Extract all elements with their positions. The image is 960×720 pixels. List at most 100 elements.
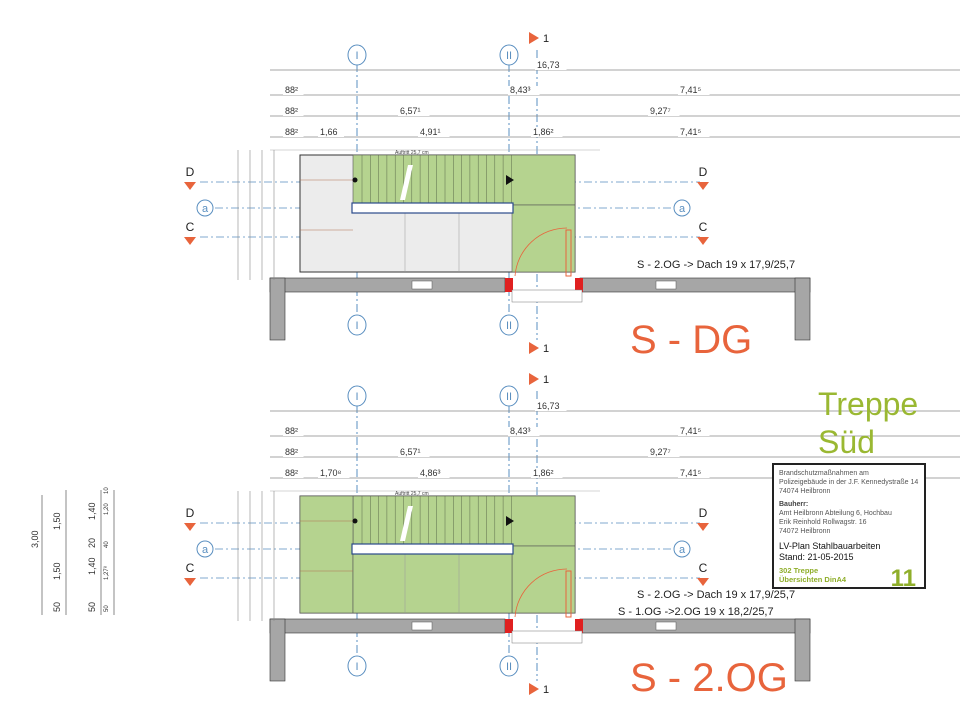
- plan-name: LV-Plan Stahlbauarbeiten: [779, 541, 881, 551]
- wall: [579, 277, 811, 293]
- stair-note: S - 1.OG ->2.OG 19 x 18,2/25,7: [618, 606, 774, 618]
- project-line: 74074 Heilbronn: [779, 488, 831, 495]
- axis-label: II: [506, 320, 512, 332]
- start-dot: [352, 518, 358, 524]
- dimension-label: 1,86²: [533, 468, 554, 478]
- dimension-label-bg: [678, 469, 710, 478]
- upper-flight: [352, 154, 576, 206]
- axis-marker: [499, 655, 519, 677]
- dimension-label: 7,41⁵: [680, 468, 702, 478]
- dimension-label: 1,50: [52, 512, 62, 530]
- lower-flight: [352, 553, 513, 614]
- axis-marker: [347, 44, 367, 66]
- handrail-beam: [351, 543, 514, 555]
- dimension-label: 1,66: [320, 127, 338, 137]
- section-cut-label: 1: [543, 374, 549, 386]
- dimension-label: 7,41⁵: [680, 426, 702, 436]
- window: [655, 280, 677, 290]
- dimension-label: 88²: [285, 468, 298, 478]
- section-cut-label: 1: [543, 684, 549, 696]
- section-arrow-icon: [529, 373, 539, 385]
- dimension-label-bg: [318, 128, 344, 137]
- dimension-label-bg: [283, 448, 304, 457]
- dimension-label-bg: [418, 128, 450, 137]
- landing: [511, 204, 576, 273]
- dimension-label: 9,27⁷: [650, 106, 671, 116]
- dimension-label: 1,70⁸: [320, 468, 342, 478]
- dimension-label: 50: [52, 602, 62, 612]
- wall: [269, 618, 506, 634]
- grid-label: a: [202, 544, 209, 556]
- dimension-label: 16,73: [537, 60, 560, 70]
- section-arrow-icon: [697, 237, 709, 245]
- sub-title-1: 302 Treppe: [779, 566, 819, 575]
- axis-label: II: [506, 50, 512, 62]
- dimension-label: 3,00: [30, 530, 40, 548]
- project-line: Brandschutzmaßnahmen am: [779, 470, 869, 477]
- project-line: Polizeigebäude in der J.F. Kennedystraße…: [779, 479, 919, 486]
- dimension-label: 88²: [285, 127, 298, 137]
- section-arrow-icon: [697, 182, 709, 190]
- dimension-label-bg: [398, 448, 430, 457]
- door-leaf: [565, 229, 572, 277]
- plan-title-2og: S - 2.OG: [630, 656, 788, 700]
- section-cut-label: 1: [543, 343, 549, 355]
- section-arrow-icon: [184, 237, 196, 245]
- dimension-label: 40: [104, 541, 110, 548]
- section-arrow-icon: [697, 523, 709, 531]
- door-leaf: [565, 570, 572, 618]
- break-line: [400, 165, 413, 200]
- section-arrow-icon: [529, 342, 539, 354]
- axis-marker: [347, 385, 367, 407]
- fire-wall-segment: [505, 619, 513, 633]
- section-arrow-icon: [529, 683, 539, 695]
- axis-label: I: [355, 661, 358, 673]
- dimension-label-bg: [648, 448, 680, 457]
- dimension-label-bg: [678, 128, 710, 137]
- door-swing: [514, 227, 568, 277]
- dimension-label-bg: [531, 128, 563, 137]
- dimension-label: 1,86²: [533, 127, 554, 137]
- window: [655, 621, 677, 631]
- axis-marker: [347, 314, 367, 336]
- dimension-label: 1,50: [52, 562, 62, 580]
- dimension-label-bg: [508, 86, 540, 95]
- window: [411, 621, 433, 631]
- grid-label: a: [679, 544, 686, 556]
- direction-arrow-icon: [506, 175, 514, 185]
- upper-flight: [352, 495, 576, 547]
- client-line: Amt Heilbronn Abteilung 6, Hochbau: [779, 510, 892, 517]
- dimension-label: 8,43³: [510, 426, 531, 436]
- dimension-label-bg: [535, 61, 567, 70]
- dimension-label-bg: [283, 128, 304, 137]
- section-label: D: [186, 506, 195, 520]
- wall: [579, 618, 811, 634]
- section-cut-label: 1: [543, 33, 549, 45]
- dimension-label-bg: [678, 427, 710, 436]
- grid-marker: [196, 540, 214, 558]
- direction-arrow-icon: [506, 516, 514, 526]
- dimension-label: 10: [104, 487, 110, 494]
- section-label: D: [699, 165, 708, 179]
- dimension-label: 6,57¹: [400, 106, 421, 116]
- dimension-label: 4,86³: [420, 468, 441, 478]
- dimension-label: 1,20: [104, 503, 110, 515]
- axis-marker: [499, 385, 519, 407]
- dimension-label: 88²: [285, 106, 298, 116]
- client-label: Bauherr:: [779, 501, 809, 508]
- client-line: Erik Reinhold Rollwagstr. 16: [779, 519, 867, 526]
- dimension-label: 4,91¹: [420, 127, 441, 137]
- grid-label: a: [202, 203, 209, 215]
- tread-label: Auftritt 25,7 cm: [395, 150, 429, 156]
- handrail-beam: [351, 202, 514, 214]
- wall: [269, 618, 286, 682]
- dimension-label-bg: [508, 427, 540, 436]
- grid-label: a: [679, 203, 686, 215]
- section-label: D: [699, 506, 708, 520]
- dimension-label: 7,41⁵: [680, 127, 702, 137]
- tread-label: Auftritt 25,7 cm: [395, 491, 429, 497]
- axis-label: I: [355, 391, 358, 403]
- section-label: D: [186, 165, 195, 179]
- axis-marker: [499, 44, 519, 66]
